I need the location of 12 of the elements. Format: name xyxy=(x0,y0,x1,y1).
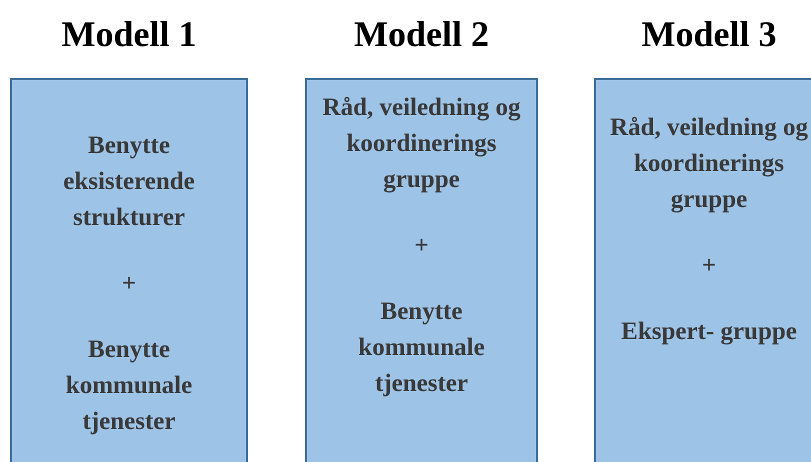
panel-text: Benytte eksisterende strukturer xyxy=(62,131,196,233)
panel-text: + xyxy=(120,269,138,299)
column-heading: Modell 2 xyxy=(353,13,490,56)
column-heading: Modell 3 xyxy=(640,13,778,56)
panel-text: + xyxy=(413,231,430,261)
panel-text: Råd, veiledning og koordinerings gruppe xyxy=(322,93,522,195)
column-heading: Modell 1 xyxy=(60,13,198,56)
panel-text: + xyxy=(700,251,718,281)
panel-text: Benytte kommunale tjenester xyxy=(357,297,486,399)
panel-text: Ekspert- gruppe xyxy=(620,317,798,347)
panel-text: Råd, veiledning og koordinerings gruppe xyxy=(609,113,809,215)
panel-text: Benytte kommunale tjenester xyxy=(64,335,194,437)
